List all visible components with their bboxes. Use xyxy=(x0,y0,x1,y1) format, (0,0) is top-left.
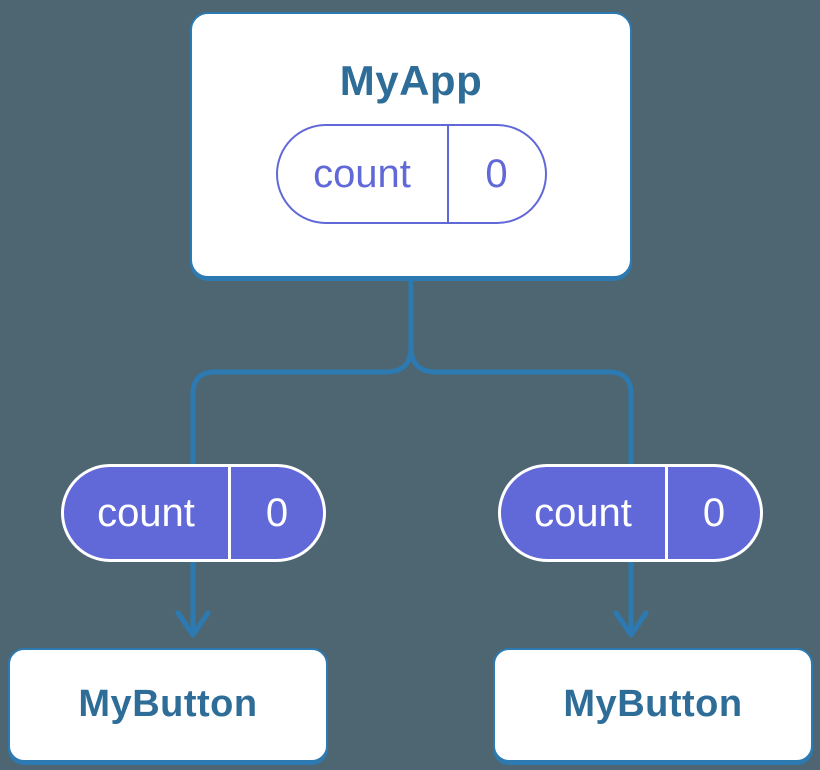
prop-pill-value: 0 xyxy=(265,490,289,535)
component-title: MyButton xyxy=(78,683,258,726)
state-pill-value: 0 xyxy=(485,151,508,196)
prop-pill-label: count xyxy=(97,490,195,535)
arrow-down-icon xyxy=(613,610,649,638)
state-pill: count 0 xyxy=(275,124,547,225)
prop-pill-label: count xyxy=(534,490,632,535)
component-title: MyButton xyxy=(563,683,743,726)
prop-pill-left: count 0 xyxy=(61,464,326,562)
fork-right-line xyxy=(408,346,634,466)
state-pill-label: count xyxy=(313,151,411,196)
component-node-mybutton-right: MyButton xyxy=(493,648,813,762)
arrow-down-icon xyxy=(175,610,211,638)
prop-pill-value: 0 xyxy=(702,490,726,535)
prop-pill-right: count 0 xyxy=(498,464,763,562)
component-node-mybutton-left: MyButton xyxy=(8,648,328,762)
component-title: MyApp xyxy=(339,57,483,104)
fork-left-line xyxy=(190,346,414,466)
component-node-myapp: MyApp count 0 xyxy=(190,12,632,278)
